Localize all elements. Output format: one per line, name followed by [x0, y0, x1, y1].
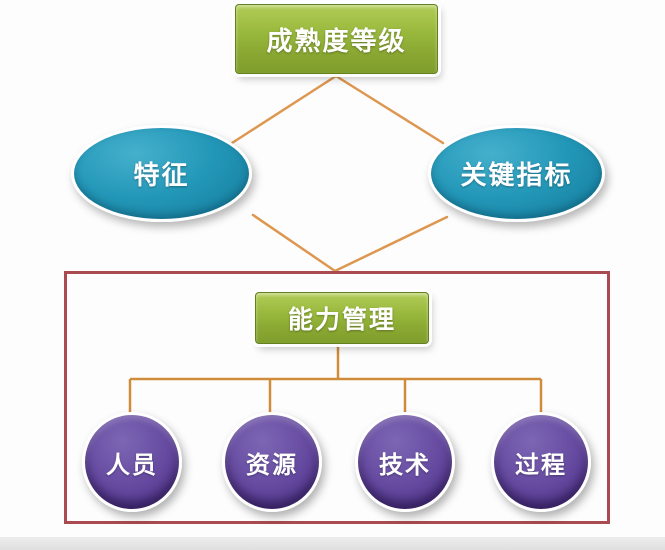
connector-title-to-key-indicators	[334, 74, 445, 145]
node-technology-label: 技术	[379, 451, 431, 479]
connector-key-indicators-to-frame	[333, 215, 449, 273]
node-technology: 技术	[355, 412, 455, 512]
node-personnel: 人员	[82, 412, 182, 512]
node-capability-management: 能力管理	[255, 292, 429, 344]
node-capability-management-label: 能力管理	[287, 306, 396, 334]
node-characteristics: 特征	[71, 125, 252, 222]
node-process-label: 过程	[515, 451, 567, 479]
node-characteristics-label: 特征	[133, 160, 190, 190]
connector-title-to-characteristics	[230, 74, 338, 145]
node-resources: 资源	[222, 412, 322, 512]
node-key-indicators-label: 关键指标	[460, 160, 573, 190]
node-key-indicators: 关键指标	[428, 125, 605, 222]
connector-characteristics-to-frame	[251, 213, 337, 273]
capability-group-frame	[64, 271, 610, 524]
node-maturity-level: 成熟度等级	[235, 4, 438, 74]
node-personnel-label: 人员	[106, 451, 158, 479]
node-maturity-level-label: 成熟度等级	[266, 25, 407, 56]
node-process: 过程	[491, 412, 591, 512]
bottom-edge-strip	[0, 537, 665, 550]
node-resources-label: 资源	[246, 451, 298, 479]
